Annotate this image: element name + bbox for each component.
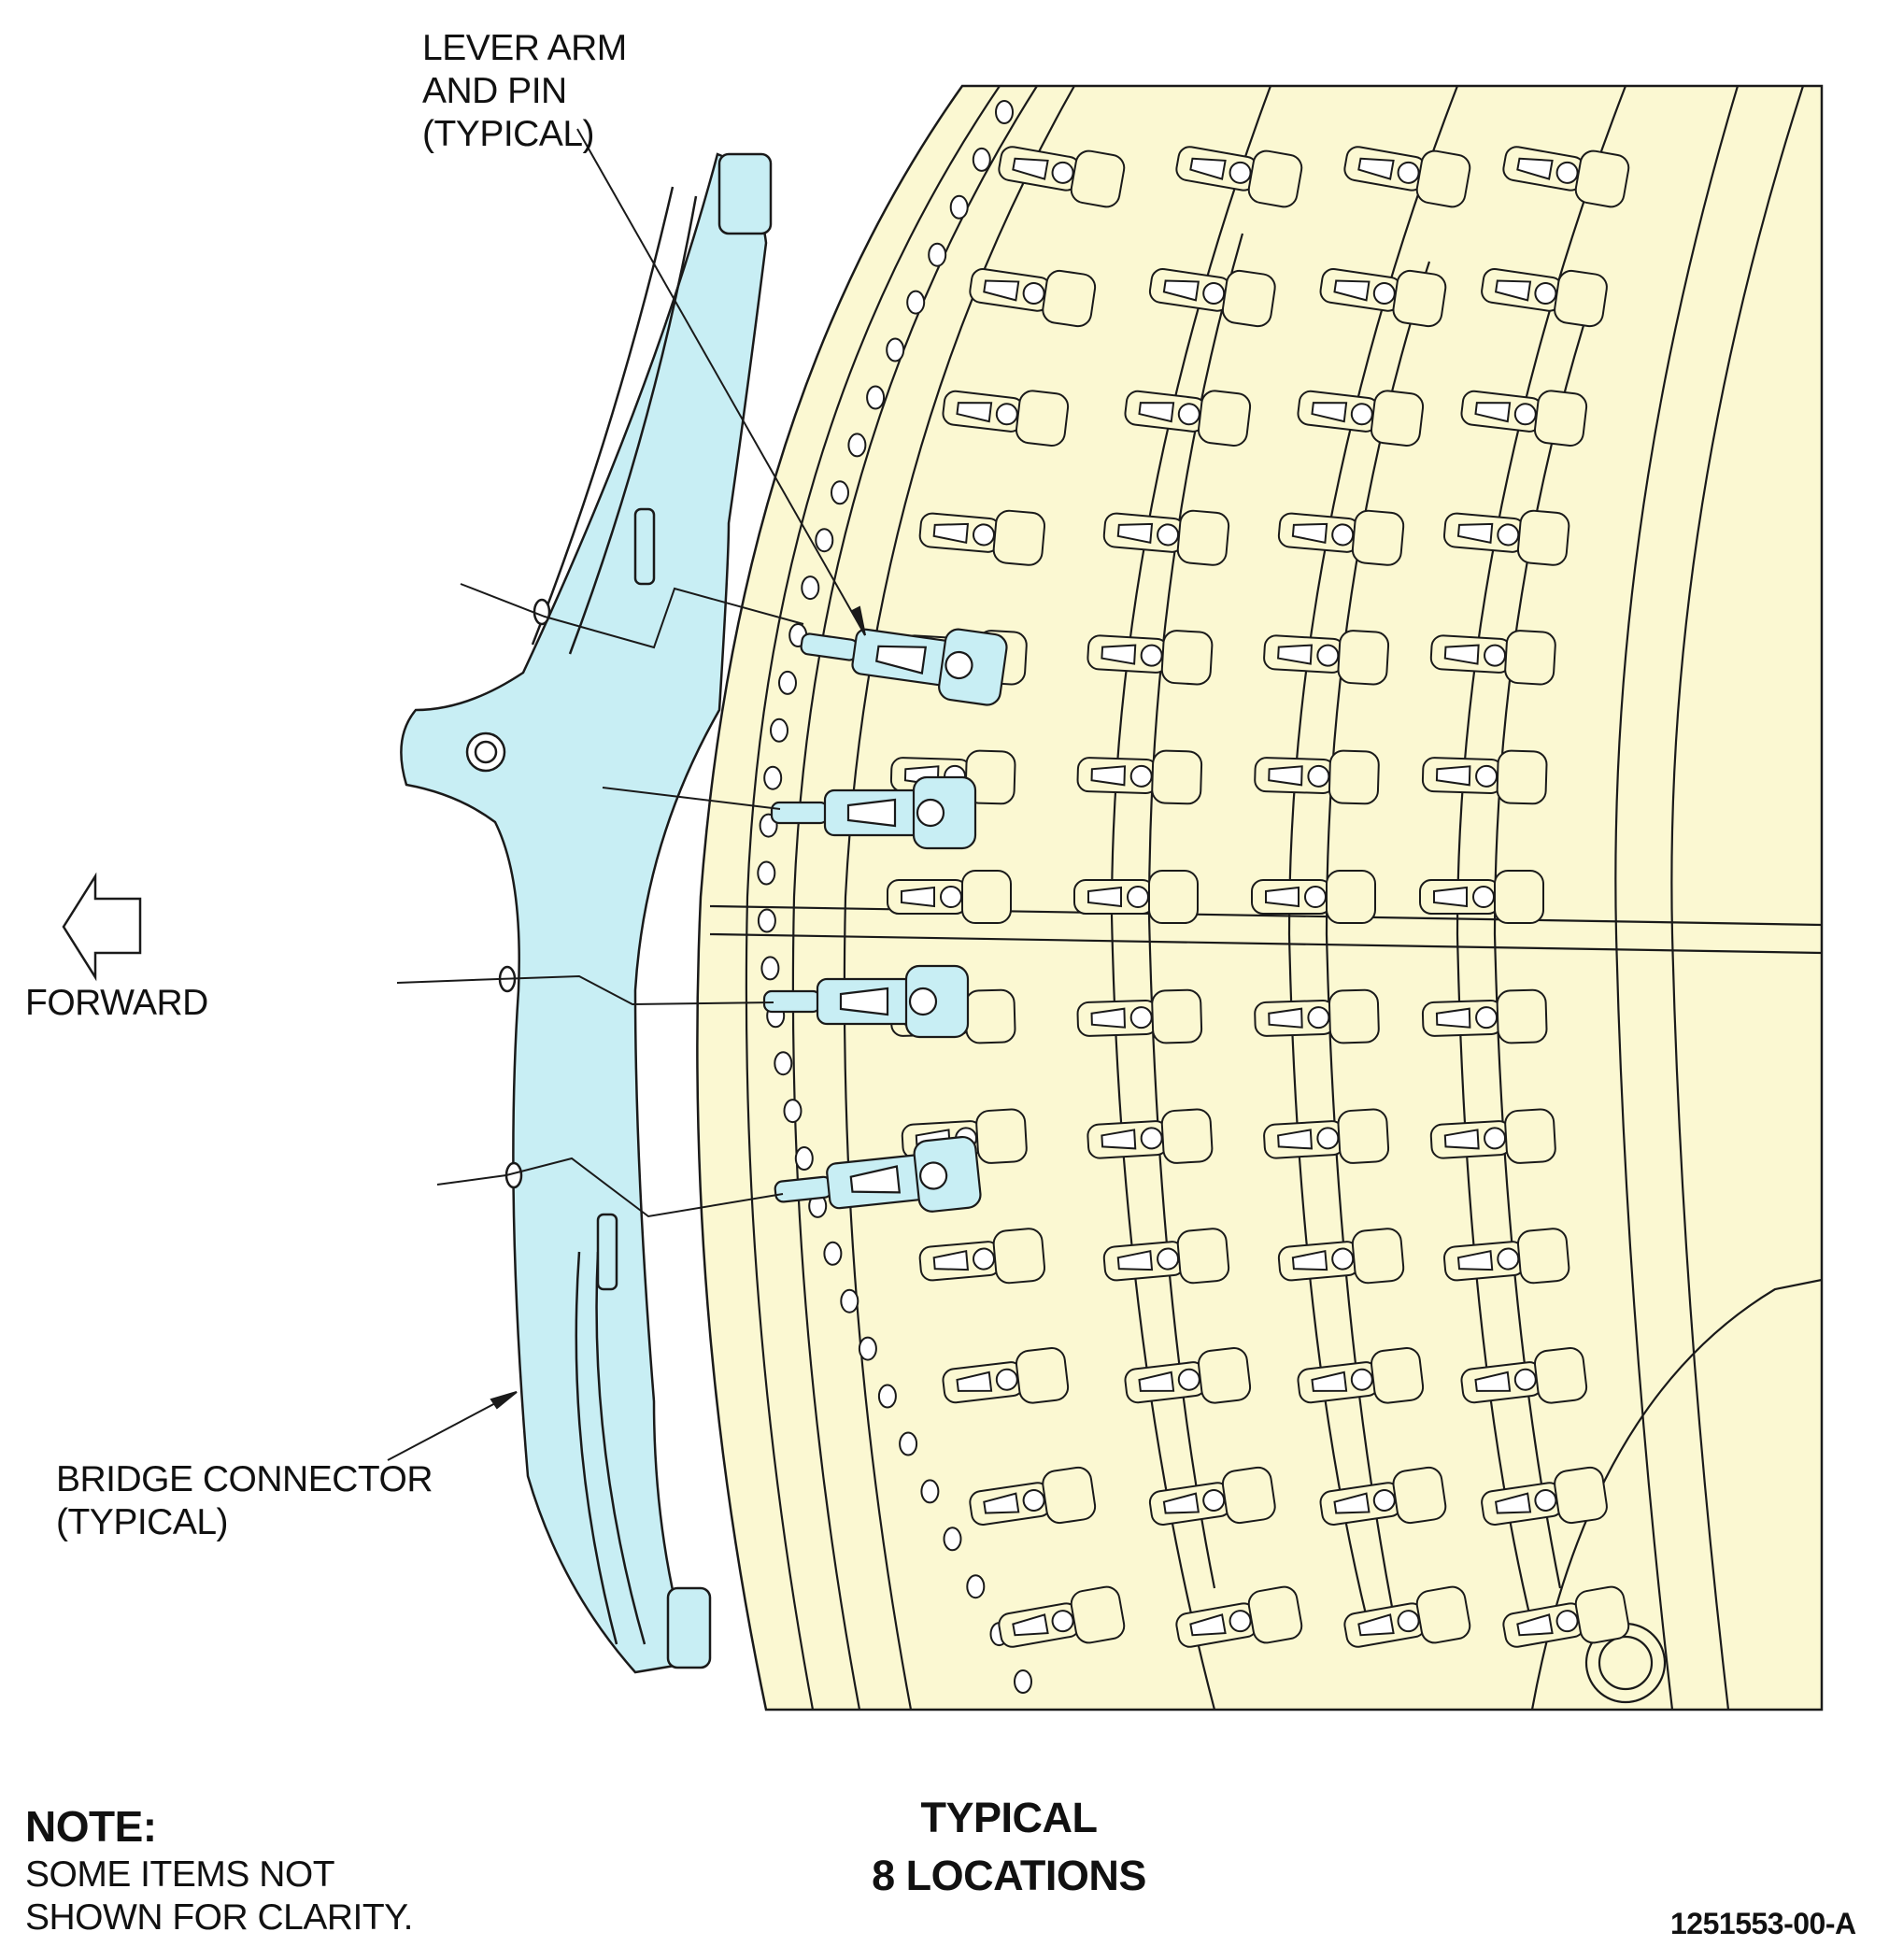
bolt-hole xyxy=(995,100,1014,124)
bridge-connector-callout-line-2: (TYPICAL) xyxy=(56,1502,229,1542)
lever-arm xyxy=(1442,1228,1570,1285)
bolt-hole xyxy=(866,385,886,410)
bolt-hole xyxy=(783,1099,802,1124)
lever-arm xyxy=(1502,1585,1630,1648)
lever-arm xyxy=(1429,1108,1556,1164)
highlighted-lever-arms xyxy=(762,628,1008,1213)
bolt-hole xyxy=(972,147,991,172)
lever-arm xyxy=(1148,268,1276,328)
bolt-hole xyxy=(794,1146,814,1171)
bolt-hole xyxy=(949,194,969,220)
lever-arm xyxy=(1175,146,1303,208)
bolt-hole xyxy=(1014,1669,1032,1694)
lever-arm xyxy=(1076,749,1203,805)
lever-arm xyxy=(1277,1228,1405,1285)
bridge-connector-callout: BRIDGE CONNECTOR (TYPICAL) xyxy=(56,1458,433,1544)
lever-arm-callout-line-3: (TYPICAL) xyxy=(422,114,595,154)
lever-arm-callout-line-2: AND PIN xyxy=(422,71,567,111)
lever-arm xyxy=(1251,870,1376,924)
lever-arm xyxy=(1297,1346,1425,1404)
lever-arm-callout-line-1: LEVER ARM xyxy=(422,28,627,68)
bolt-hole xyxy=(763,765,783,790)
lever-arm xyxy=(1263,1108,1390,1164)
lever-arm xyxy=(1102,509,1230,566)
forward-arrow-icon xyxy=(62,872,142,982)
lever-arm xyxy=(969,1466,1097,1526)
lever-arm xyxy=(1148,1466,1276,1526)
bolt-hole xyxy=(823,1241,843,1266)
bolt-hole xyxy=(831,480,849,505)
bridge-connector-callout-line-1: BRIDGE CONNECTOR xyxy=(56,1459,433,1499)
bolt-hole xyxy=(858,1336,877,1361)
lever-arm xyxy=(1319,268,1447,328)
lever-arm xyxy=(1419,870,1544,924)
lever-arm xyxy=(942,390,1070,447)
lever-arm xyxy=(1087,630,1214,686)
lever-arm xyxy=(1277,509,1405,566)
lever-arm-callout: LEVER ARM AND PIN (TYPICAL) xyxy=(422,27,627,156)
note-heading: NOTE: xyxy=(25,1802,157,1851)
lever-arm xyxy=(1481,268,1608,328)
lever-arm xyxy=(1319,1466,1447,1526)
note-line-1: SOME ITEMS NOT xyxy=(25,1854,335,1895)
bolt-hole xyxy=(840,1288,859,1314)
bolt-hole xyxy=(760,956,780,981)
lever-arm xyxy=(1442,509,1570,566)
lever-arm xyxy=(1460,1346,1588,1404)
lever-arm xyxy=(1481,1466,1608,1526)
forward-label: FORWARD xyxy=(25,983,208,1023)
lever-arm-array xyxy=(887,146,1630,1648)
figure-id: 1251553-00-A xyxy=(1670,1907,1856,1940)
lever-arm xyxy=(918,1228,1046,1285)
note-block: NOTE: SOME ITEMS NOT SHOWN FOR CLARITY. xyxy=(25,1801,414,1939)
lever-arm xyxy=(1297,390,1425,447)
lever-arm xyxy=(1102,1228,1230,1285)
leader-lines xyxy=(387,128,866,1461)
bolt-hole xyxy=(943,1527,962,1552)
lever-arm xyxy=(1429,630,1556,686)
bolt-hole xyxy=(928,242,947,267)
bolt-hole xyxy=(877,1384,897,1409)
bolt-hole xyxy=(920,1479,940,1504)
bolt-hole xyxy=(966,1574,986,1599)
lever-arm xyxy=(1087,1108,1214,1164)
bolt-hole xyxy=(774,1051,793,1076)
lever-arm xyxy=(1073,870,1199,924)
lever-arm xyxy=(942,1346,1070,1404)
lever-arm xyxy=(1076,988,1203,1044)
lever-arm xyxy=(1124,390,1252,447)
bolt-hole xyxy=(906,290,926,315)
caption-line-1: TYPICAL xyxy=(920,1794,1098,1841)
bolt-hole xyxy=(801,575,820,601)
lever-arm xyxy=(1343,146,1471,208)
lever-arm xyxy=(887,870,1012,924)
bolt-hole xyxy=(757,908,776,933)
note-line-2: SHOWN FOR CLARITY. xyxy=(25,1897,414,1938)
lever-arm xyxy=(998,146,1126,208)
bridge-connector xyxy=(400,152,773,1674)
bolt-hole xyxy=(757,860,776,886)
lever-arm xyxy=(1263,630,1390,686)
bolt-hole xyxy=(770,717,788,743)
lever-arm xyxy=(1502,146,1630,208)
lever-arm xyxy=(918,509,1046,566)
bolt-hole xyxy=(847,433,867,458)
bolt-hole xyxy=(778,670,797,695)
bolt-hole xyxy=(815,528,834,553)
lever-arm xyxy=(1421,988,1548,1044)
lever-arm xyxy=(1343,1585,1471,1648)
caption: TYPICAL 8 LOCATIONS xyxy=(841,1789,1177,1905)
bolt-hole xyxy=(886,337,905,362)
lever-arm xyxy=(1460,390,1588,447)
lever-arm xyxy=(998,1585,1126,1648)
lever-arm xyxy=(1124,1346,1252,1404)
lever-arm xyxy=(969,268,1097,328)
lever-arm xyxy=(1254,749,1380,805)
lever-arm xyxy=(1254,988,1380,1044)
lever-arm xyxy=(1421,749,1548,805)
lever-arm xyxy=(1175,1585,1303,1648)
caption-line-2: 8 LOCATIONS xyxy=(872,1852,1146,1899)
bolt-hole xyxy=(899,1431,918,1456)
